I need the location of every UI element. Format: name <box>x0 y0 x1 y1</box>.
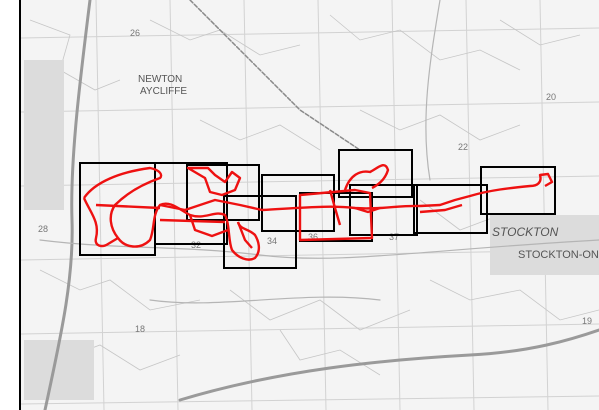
sheet-box <box>349 184 418 236</box>
grid-number: 22 <box>458 142 468 152</box>
sheet-box <box>480 166 556 215</box>
grid-number: 20 <box>546 92 556 102</box>
grid-number: 28 <box>38 224 48 234</box>
place-label-stockton-on: STOCKTON-ON <box>518 249 599 261</box>
a-road-south <box>178 328 599 402</box>
minor-road-2 <box>149 296 381 304</box>
place-label-aycliffe: AYCLIFFE <box>140 86 187 97</box>
sheet-box <box>413 184 488 234</box>
grid-number: 26 <box>130 28 140 38</box>
grid-number: 19 <box>582 316 592 326</box>
place-label-newton: NEWTON <box>138 74 182 85</box>
trunk-road <box>43 0 92 410</box>
grid-number: 36 <box>308 232 318 242</box>
grid-number: 37 <box>389 232 399 242</box>
place-label-stockton: STOCKTON <box>492 225 559 239</box>
minor-road-3 <box>425 0 441 181</box>
grid-number: 34 <box>267 236 277 246</box>
minor-road-1 <box>39 239 599 259</box>
grid-number: 18 <box>135 324 145 334</box>
site-boundary[interactable] <box>82 164 554 261</box>
railway <box>189 0 361 151</box>
place-labels: NEWTON AYCLIFFE STOCKTON STOCKTON-ON <box>138 74 599 261</box>
sheet-box <box>338 149 413 198</box>
